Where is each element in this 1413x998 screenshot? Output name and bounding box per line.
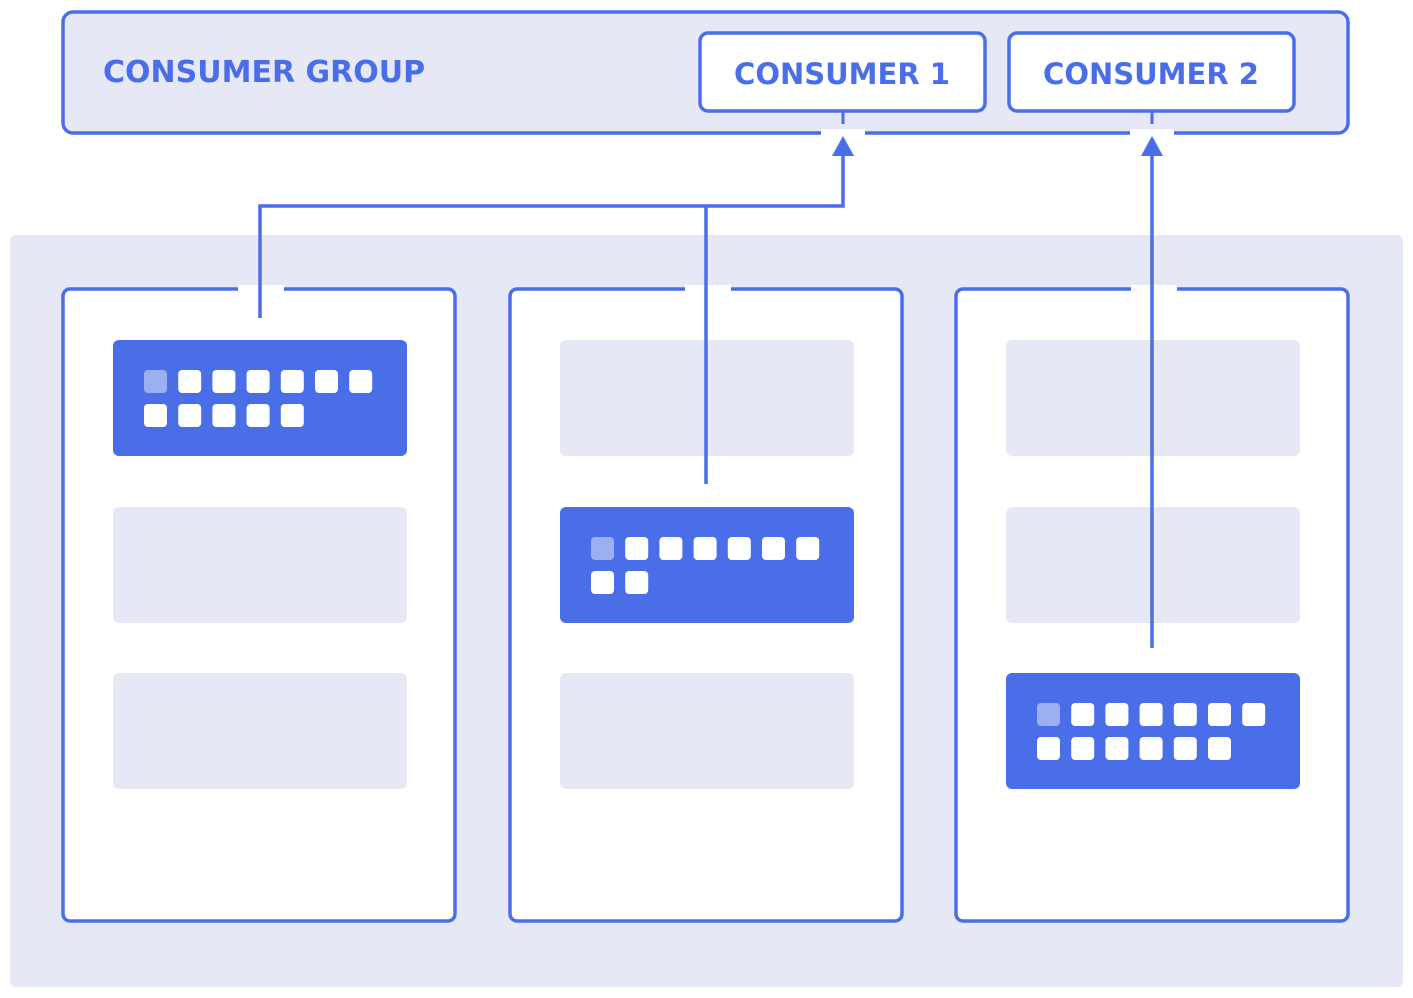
message: [762, 537, 785, 560]
message-batch: [1006, 673, 1300, 789]
message-batch-bg: [1006, 673, 1300, 789]
message: [625, 571, 649, 594]
message: [1105, 737, 1129, 760]
partition-1: [61, 285, 457, 923]
message: [1208, 703, 1231, 726]
message-offset-marker: [1037, 703, 1060, 726]
partition-slot: [113, 673, 407, 789]
message: [349, 370, 373, 393]
message: [693, 537, 717, 560]
message: [144, 404, 167, 427]
consumer-group-label: CONSUMER GROUP: [103, 55, 425, 90]
message: [1208, 737, 1231, 760]
message: [727, 537, 751, 560]
message: [1242, 703, 1266, 726]
partition-2: [508, 285, 904, 923]
message: [178, 404, 202, 427]
message: [1105, 703, 1129, 726]
connectors: [258, 111, 1174, 648]
message: [1173, 703, 1197, 726]
consumer-1-label: CONSUMER 1: [734, 57, 950, 91]
arrowhead-consumer-1: [832, 136, 854, 156]
message: [1173, 737, 1197, 760]
message: [591, 571, 614, 594]
message: [212, 404, 236, 427]
partition-2-border-gap: [685, 285, 731, 293]
message: [315, 370, 338, 393]
partition-3-border-gap: [1131, 285, 1177, 293]
consumer-1-border-gap: [821, 129, 865, 137]
partition-slot: [113, 507, 407, 623]
message: [280, 370, 304, 393]
message-offset-marker: [591, 537, 614, 560]
message: [246, 370, 270, 393]
message: [280, 404, 304, 427]
consumer-1: CONSUMER 1: [698, 31, 987, 113]
message: [1139, 703, 1163, 726]
connector-partition-1-consumer-1: [258, 155, 845, 318]
consumer-2-label: CONSUMER 2: [1043, 57, 1259, 91]
partitions: [61, 285, 1350, 923]
consumer-2-border-gap: [1130, 129, 1174, 137]
message-batch: [113, 340, 407, 456]
message: [212, 370, 236, 393]
message: [1071, 737, 1095, 760]
message: [659, 537, 683, 560]
consumer-2: CONSUMER 2: [1007, 31, 1296, 113]
message-batch-bg: [113, 340, 407, 456]
message: [1037, 737, 1060, 760]
arrowhead-consumer-2: [1141, 136, 1163, 156]
message: [1071, 703, 1095, 726]
message: [625, 537, 649, 560]
message-batch-bg: [560, 507, 854, 623]
message-batch: [560, 507, 854, 623]
partition-slot: [560, 673, 854, 789]
message: [796, 537, 820, 560]
message-offset-marker: [144, 370, 167, 393]
message: [1139, 737, 1163, 760]
message: [178, 370, 202, 393]
message: [246, 404, 270, 427]
